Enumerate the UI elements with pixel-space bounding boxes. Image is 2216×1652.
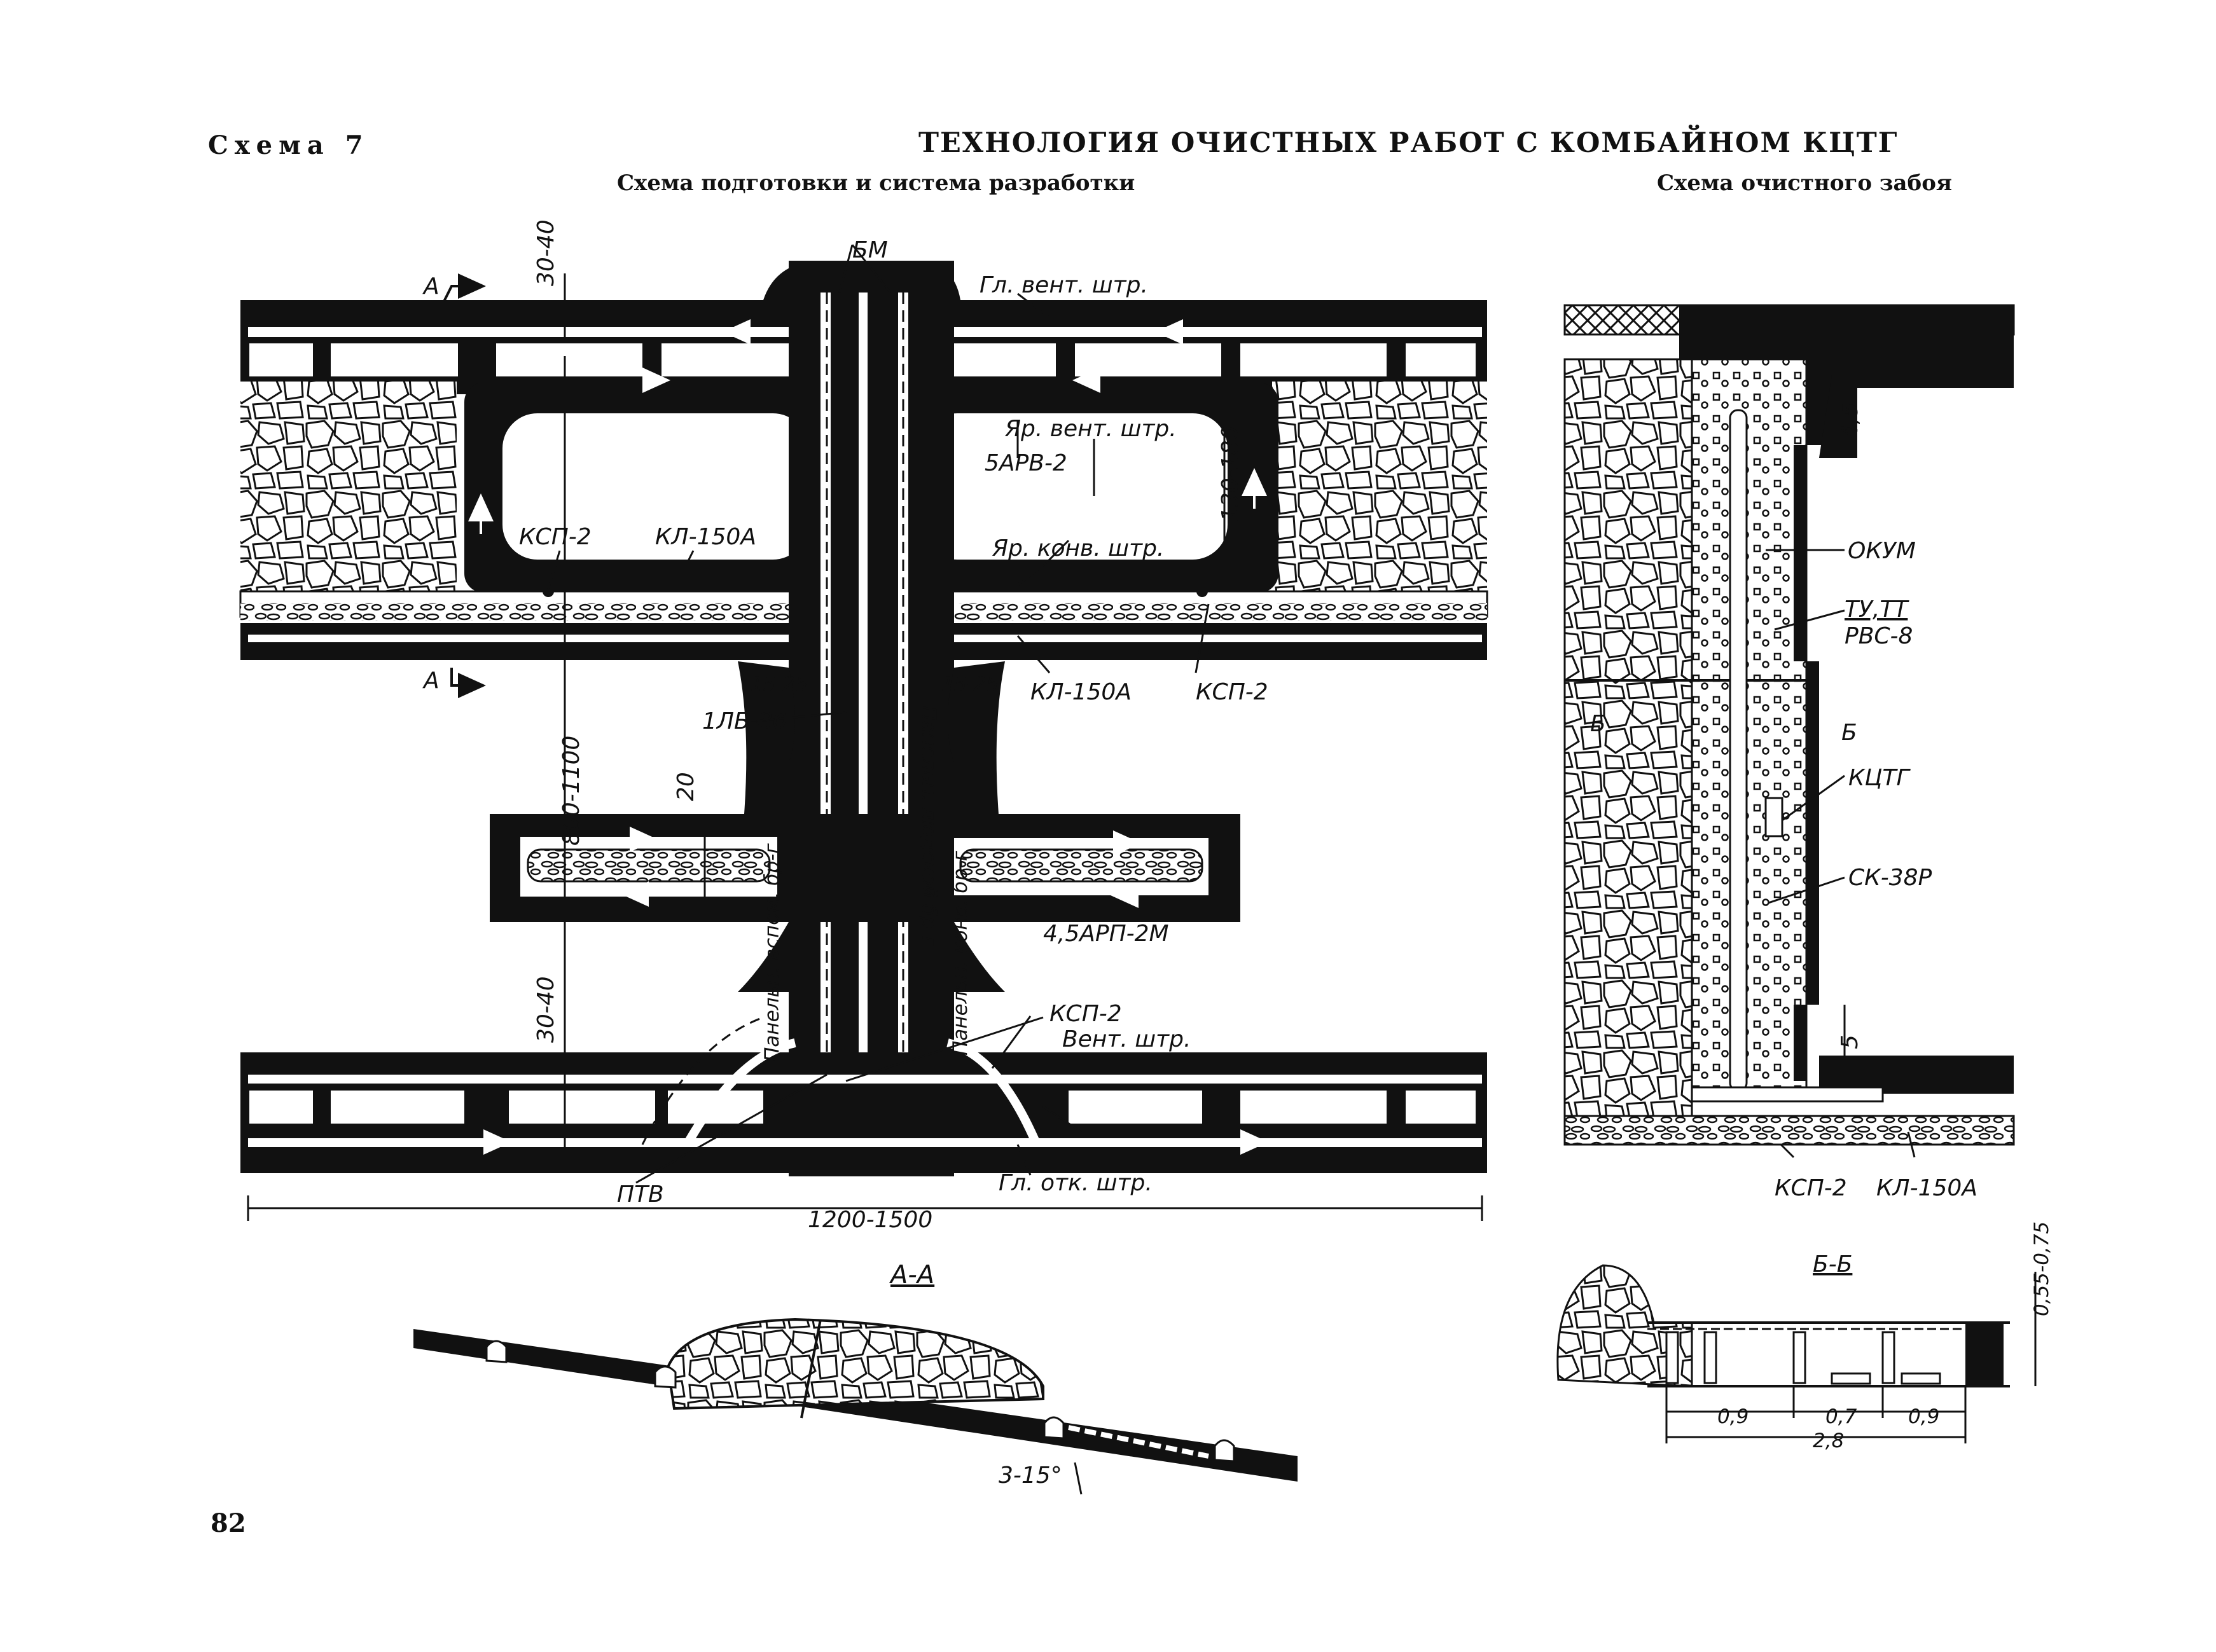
label-rvs8: РВС-8 bbox=[1845, 623, 1913, 649]
label-main-haulage-drift: Гл. отк. штр. bbox=[999, 1170, 1153, 1196]
label-panel-conveyor-incline: Панельн. конв. бр-г bbox=[949, 850, 972, 1056]
label-main-vent-drift: Гл. вент. штр. bbox=[980, 272, 1148, 298]
section-a-a: А-А 3-15° bbox=[413, 1260, 1298, 1495]
goaf-left-top bbox=[240, 382, 457, 598]
label-1lb80: 1ЛБ-80 bbox=[702, 708, 787, 734]
section-b-b-title: Б-Б bbox=[1813, 1251, 1852, 1277]
label-sk38r: СК-38Р bbox=[1848, 865, 1932, 891]
dim-0-9-right: 0,9 bbox=[1908, 1405, 1939, 1428]
dim-30-40-bottom: 30-40 bbox=[533, 976, 559, 1043]
label-tier-conveyor-drift: Яр. конв. штр. bbox=[992, 535, 1164, 561]
section-b-b: Б-Б 0,55-0,75 0,9 0,7 0,9 2,8 bbox=[1556, 1222, 2053, 1452]
label-ksp2-top: КСП-2 bbox=[519, 524, 592, 550]
label-okum: ОКУМ bbox=[1848, 538, 1916, 564]
label-panel-aux-incline: Панельн. вспом. бр-г bbox=[761, 843, 784, 1062]
dim-4-5: 4,5 bbox=[1837, 403, 1863, 439]
section-mark-b-right: Б bbox=[1841, 720, 1857, 746]
dim-5: 5 bbox=[1837, 1035, 1863, 1049]
label-tier-vent-drift: Яр. вент. штр. bbox=[1004, 416, 1177, 442]
label-face-ksp2: КСП-2 bbox=[1775, 1175, 1847, 1201]
subtitle-face-scheme: Схема очистного забоя bbox=[1657, 170, 1953, 196]
angle-3-15: 3-15° bbox=[999, 1463, 1062, 1489]
dim-130-180: 130-180 bbox=[1217, 426, 1243, 521]
dim-20: 20 bbox=[673, 772, 699, 801]
page-title: ТЕХНОЛОГИЯ ОЧИСТНЫХ РАБОТ С КОМБАЙНОМ КЦ… bbox=[918, 127, 1899, 159]
label-4-5arp2m: 4,5АРП-2М bbox=[1043, 921, 1169, 947]
dim-15-25-left: 15-25 bbox=[751, 673, 808, 696]
central-raises bbox=[789, 261, 954, 1176]
face-scheme: 4,5 ОКУМ ТУ,ТТ РВС-8 Б Б КЦТГ СК-38Р 5 К… bbox=[1563, 304, 2015, 1201]
subtitle-preparation-scheme: Схема подготовки и система разработки bbox=[617, 170, 1135, 196]
dim-0-7: 0,7 bbox=[1825, 1405, 1857, 1428]
face-conveyor-strip bbox=[1563, 1115, 2015, 1146]
label-ksp2-bottom: КСП-2 bbox=[1049, 1001, 1122, 1027]
label-ptv: ПТВ bbox=[617, 1181, 664, 1208]
section-mark-a-bottom: А bbox=[422, 668, 440, 694]
dim-0-55-0-75: 0,55-0,75 bbox=[2030, 1222, 2053, 1316]
face-support-pattern bbox=[1691, 358, 1808, 1092]
label-vent-drift: Вент. штр. bbox=[1062, 1026, 1191, 1052]
dim-1200-1500: 1200-1500 bbox=[808, 1207, 932, 1233]
goaf-right-top bbox=[1272, 382, 1487, 598]
scheme-number: Схема 7 bbox=[208, 130, 370, 160]
page-number: 82 bbox=[211, 1508, 246, 1538]
section-mark-a-top: А bbox=[422, 273, 440, 299]
label-panel-personnel-incline: Панельн. людской бр-г bbox=[917, 706, 940, 947]
plan-view bbox=[239, 244, 1488, 1221]
dim-15-25-right: 15-25 bbox=[941, 673, 999, 696]
dim-30-40-top: 30-40 bbox=[533, 219, 559, 286]
label-kl150a-top: КЛ-150А bbox=[655, 524, 756, 550]
label-ksp2-mid: КСП-2 bbox=[1196, 679, 1268, 705]
label-kctg: КЦТГ bbox=[1848, 765, 1911, 791]
dim-0-9-left: 0,9 bbox=[1717, 1405, 1749, 1428]
section-mark-b-left: Б bbox=[1590, 711, 1606, 737]
dim-800-1100: 800-1100 bbox=[558, 736, 585, 846]
face-goaf bbox=[1563, 358, 1693, 1117]
label-bm: БМ bbox=[852, 237, 888, 263]
label-5arv2: 5АРВ-2 bbox=[985, 450, 1067, 476]
section-a-a-title: А-А bbox=[889, 1260, 934, 1290]
label-tu-tt: ТУ,ТТ bbox=[1845, 596, 1909, 623]
label-kl150a-mid: КЛ-150А bbox=[1030, 679, 1132, 705]
dim-2-8: 2,8 bbox=[1813, 1429, 1844, 1452]
label-face-kl150a: КЛ-150А bbox=[1876, 1175, 1977, 1201]
